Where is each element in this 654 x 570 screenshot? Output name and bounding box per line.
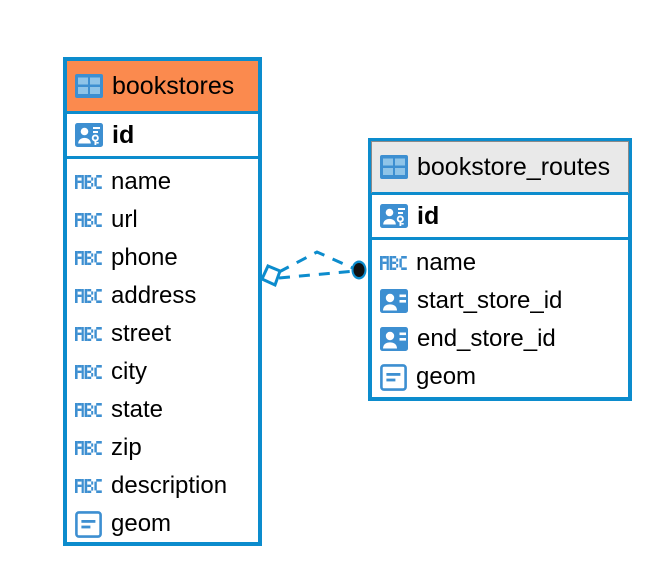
geometry-icon xyxy=(75,510,102,538)
table-grid-icon xyxy=(75,74,103,98)
column-row[interactable]: street xyxy=(67,315,258,353)
abc-text-icon xyxy=(380,256,407,270)
abc-text-icon xyxy=(75,365,102,379)
column-list-bookstore-routes: name start_store_id xyxy=(372,240,628,396)
column-row[interactable]: start_store_id xyxy=(372,282,628,320)
abc-text-icon xyxy=(75,479,102,493)
column-name: end_store_id xyxy=(417,325,556,352)
column-row[interactable]: zip xyxy=(67,429,258,467)
abc-text-icon xyxy=(75,251,102,265)
column-row-primary-key[interactable]: id xyxy=(67,111,258,159)
foreign-key-card-icon xyxy=(380,327,408,351)
column-row[interactable]: geom xyxy=(67,505,258,543)
abc-text-icon xyxy=(75,403,102,417)
column-row[interactable]: url xyxy=(67,201,258,239)
relationship-endpoint-ring xyxy=(351,260,367,280)
relationship-endpoint-diamond[interactable] xyxy=(260,264,282,288)
column-row[interactable]: name xyxy=(372,244,628,282)
foreign-key-card-icon xyxy=(380,289,408,313)
abc-text-icon xyxy=(75,213,102,227)
column-name: id xyxy=(417,201,440,230)
relationship-line-start-store[interactable] xyxy=(278,250,356,274)
abc-text-icon xyxy=(75,175,102,189)
column-name: name xyxy=(416,249,477,276)
column-name: description xyxy=(111,472,228,499)
entity-bookstore-routes[interactable]: bookstore_routes id xyxy=(368,138,632,401)
column-name: address xyxy=(111,282,197,309)
relationship-connector[interactable] xyxy=(255,238,380,313)
abc-text-icon xyxy=(75,289,102,303)
relationship-line-end-store[interactable] xyxy=(278,269,356,280)
column-name: zip xyxy=(111,434,142,461)
column-row-primary-key[interactable]: id xyxy=(372,192,628,240)
entity-title: bookstores xyxy=(112,71,235,100)
column-name: url xyxy=(111,206,138,233)
primary-key-card-icon xyxy=(75,123,103,147)
column-name: id xyxy=(112,120,135,149)
column-row[interactable]: geom xyxy=(372,358,628,396)
column-row[interactable]: phone xyxy=(67,239,258,277)
column-name: name xyxy=(111,168,172,195)
entity-header-bookstore-routes[interactable]: bookstore_routes xyxy=(371,141,629,193)
entity-header-bookstores[interactable]: bookstores xyxy=(67,61,258,111)
column-name: state xyxy=(111,396,164,423)
column-row[interactable]: name xyxy=(67,163,258,201)
column-name: start_store_id xyxy=(417,287,563,314)
column-row[interactable]: address xyxy=(67,277,258,315)
column-name: street xyxy=(111,320,172,347)
abc-text-icon xyxy=(75,327,102,341)
primary-key-card-icon xyxy=(380,204,408,228)
column-row[interactable]: state xyxy=(67,391,258,429)
column-name: geom xyxy=(416,363,477,390)
geometry-icon xyxy=(380,363,407,391)
column-list-bookstores: name url xyxy=(67,159,258,543)
column-row[interactable]: city xyxy=(67,353,258,391)
column-row[interactable]: description xyxy=(67,467,258,505)
column-name: phone xyxy=(111,244,178,271)
relationship-endpoint-circle[interactable] xyxy=(353,263,365,277)
abc-text-icon xyxy=(75,441,102,455)
column-name: geom xyxy=(111,510,172,537)
entity-bookstores[interactable]: bookstores id xyxy=(63,57,262,546)
column-row[interactable]: end_store_id xyxy=(372,320,628,358)
table-grid-icon xyxy=(380,155,408,179)
column-name: city xyxy=(111,358,147,385)
entity-title: bookstore_routes xyxy=(417,152,611,181)
